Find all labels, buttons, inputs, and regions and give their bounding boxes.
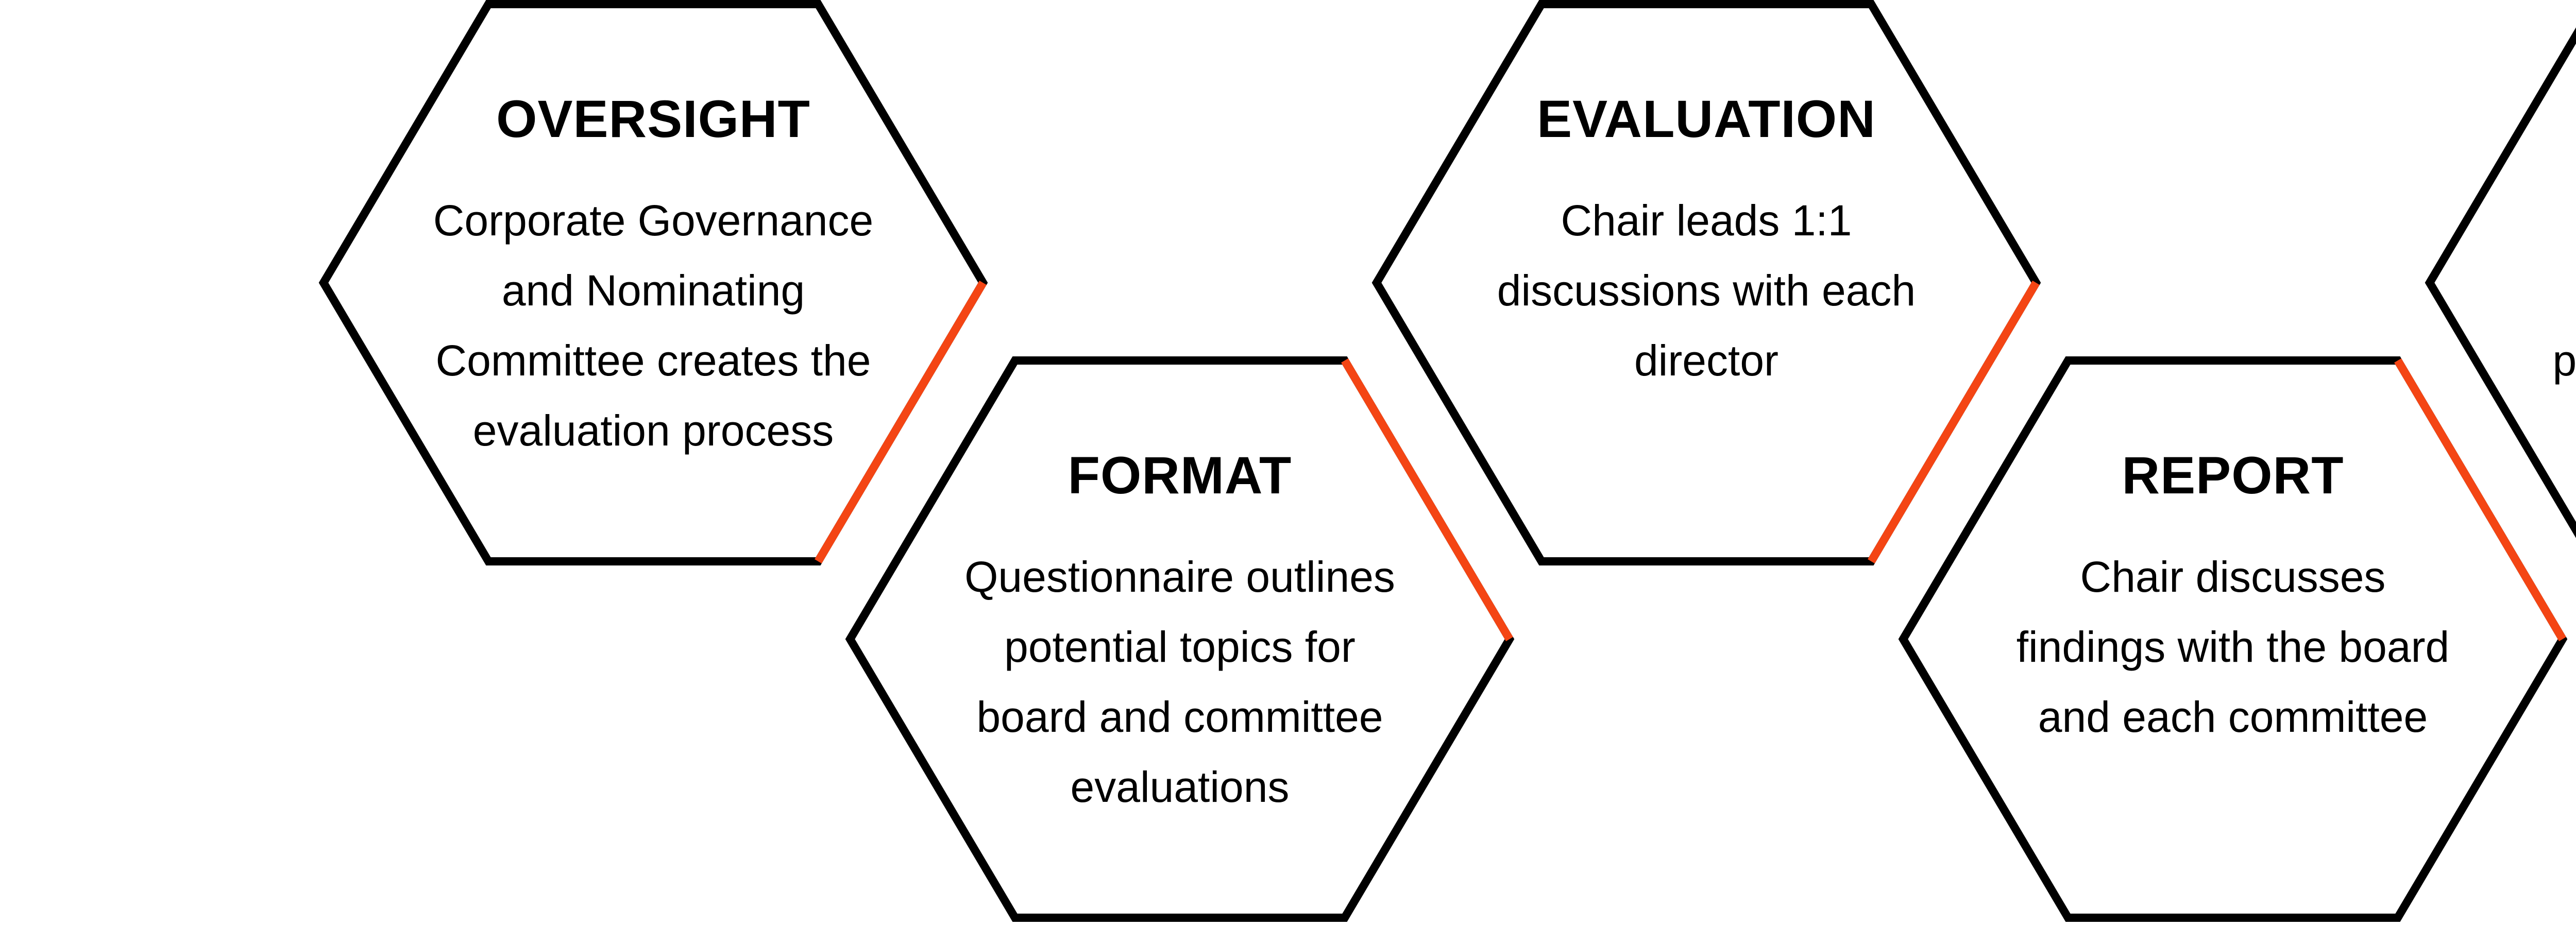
hexagon-action-shape — [2425, 27, 2576, 538]
hexagon-title: FORMAT — [1067, 446, 1292, 505]
hexagon-body: Chair discusses findings with the board … — [2016, 553, 2450, 741]
hexagon-report-accent-edge — [2394, 358, 2566, 642]
hexagon-title: EVALUATION — [1537, 90, 1876, 148]
hexagon-action: ACTION Feedback is incorporated into pol… — [2425, 4, 2576, 561]
hexagon-report-content: REPORT Chair discusses findings with the… — [1903, 360, 2563, 918]
hexagon-oversight-accent-edge — [815, 280, 987, 564]
hexagon-oversight: OVERSIGHT Corporate Governance and Nomin… — [318, 0, 988, 565]
hexagon-oversight-content: OVERSIGHT Corporate Governance and Nomin… — [324, 4, 983, 561]
hexagon-evaluation-shape — [1371, 0, 2041, 565]
hexagon-report-shape — [1898, 356, 2568, 922]
hexagon-evaluation-content: EVALUATION Chair leads 1:1 discussions w… — [1377, 4, 2036, 561]
hexagon-body: Questionnaire outlines potential topics … — [964, 553, 1395, 811]
hexagon-evaluation-accent-edge — [1868, 280, 2040, 564]
hexagon-body: Chair leads 1:1 discussions with each di… — [1497, 196, 1916, 385]
hexagon-format-content: FORMAT Questionnaire outlines potential … — [850, 360, 1510, 918]
hexagon-title: OVERSIGHT — [496, 90, 810, 148]
hexagon-report: REPORT Chair discusses findings with the… — [1898, 356, 2568, 922]
hexagon-format-accent-edge — [1341, 358, 1513, 642]
hexagon-body: Corporate Governance and Nominating Comm… — [433, 196, 874, 455]
hexagon-action-content: ACTION Feedback is incorporated into pol… — [2430, 4, 2576, 561]
hexagon-oversight-shape — [318, 0, 988, 565]
hexagon-evaluation: EVALUATION Chair leads 1:1 discussions w… — [1371, 0, 2041, 565]
hexagon-format-shape — [845, 356, 1515, 922]
hexagon-body: Feedback is incorporated into policies a… — [2552, 336, 2576, 385]
hexagon-title: REPORT — [2122, 446, 2344, 505]
hexagon-title: ACTION — [2430, 89, 2576, 149]
hexagon-format: FORMAT Questionnaire outlines potential … — [845, 356, 1515, 922]
